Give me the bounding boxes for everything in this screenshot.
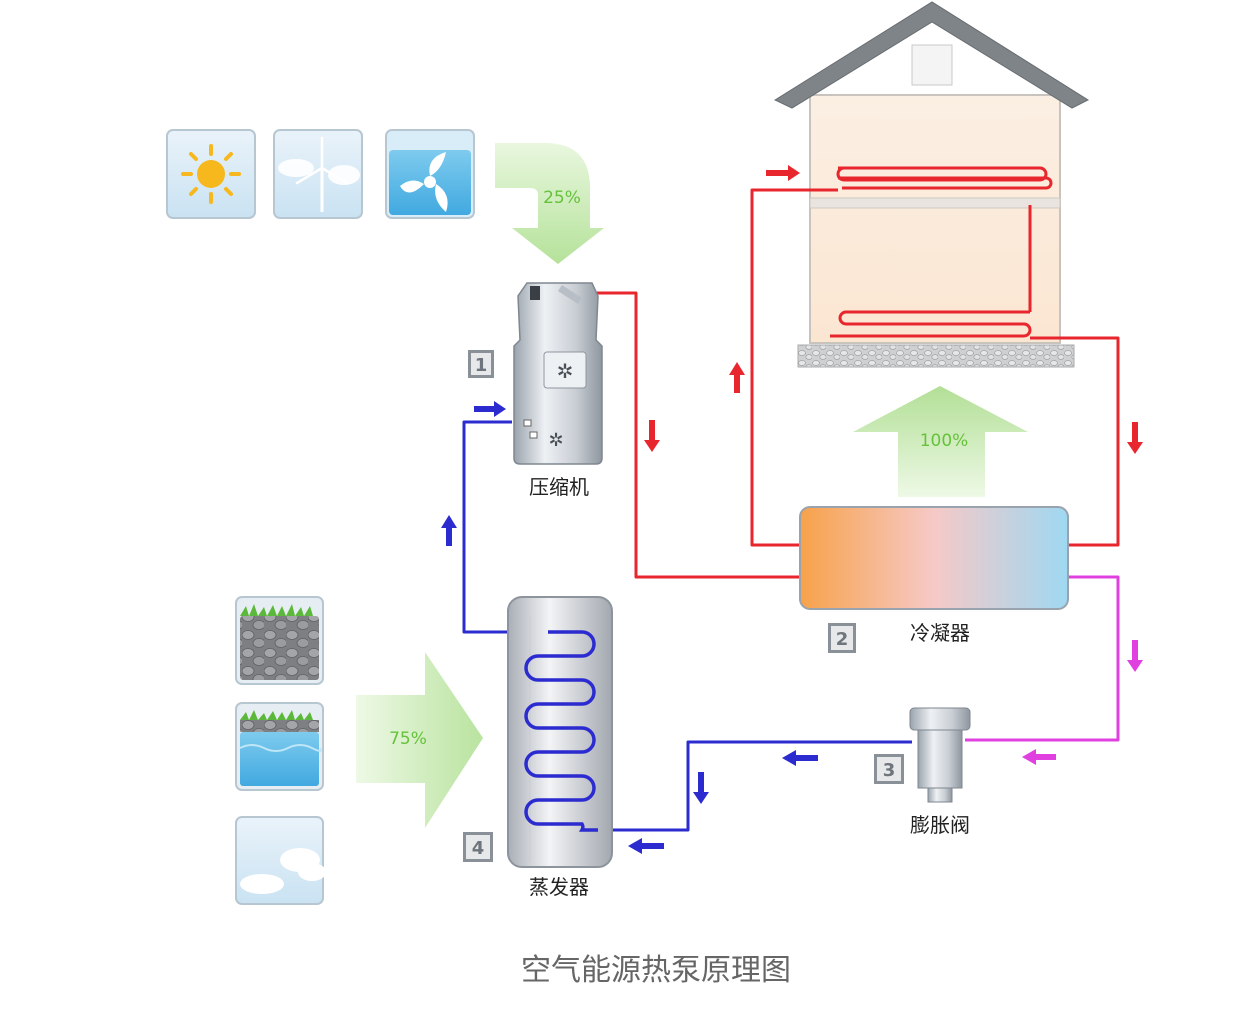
sky-cloud-icon	[235, 816, 326, 905]
compressor-number-badge: 1	[468, 350, 494, 378]
diagram-caption: 空气能源热泵原理图	[521, 953, 791, 988]
house	[773, 1, 1090, 368]
condenser-number-badge: 2	[828, 623, 856, 653]
ground-soil-icon	[235, 596, 324, 685]
svg-text:✲: ✲	[548, 430, 563, 451]
house-heating-coil	[830, 166, 1053, 338]
svg-text:3: 3	[883, 760, 896, 781]
compressor-label: 压缩机	[529, 475, 589, 499]
sun-icon	[166, 129, 256, 219]
expansion-valve-label: 膨胀阀	[910, 813, 970, 837]
expansion-valve-number-badge: 3	[874, 754, 904, 784]
svg-text:2: 2	[836, 629, 849, 650]
evaporator-label: 蒸发器	[529, 875, 589, 899]
compressor: ✲ ✲	[513, 282, 603, 465]
pipes	[462, 188, 1120, 832]
svg-text:✲: ✲	[557, 359, 574, 383]
evaporator-number-badge: 4	[463, 832, 493, 862]
bottom-energy-arrow: 75%	[356, 652, 483, 828]
water-icon	[235, 702, 324, 791]
wind-turbine-icon	[273, 129, 363, 219]
condenser-label: 冷凝器	[910, 621, 970, 645]
fan-icon	[385, 129, 475, 219]
evaporator	[507, 596, 613, 868]
output-percent-label: 100%	[920, 431, 969, 451]
svg-text:4: 4	[472, 838, 485, 859]
expansion-valve	[909, 707, 971, 803]
output-heat-arrow: 100%	[853, 386, 1028, 497]
svg-text:1: 1	[475, 355, 488, 376]
bottom-percent-label: 75%	[389, 729, 427, 749]
top-percent-label: 25%	[543, 188, 581, 208]
top-energy-arrow: 25%	[495, 143, 604, 264]
condenser	[799, 506, 1069, 610]
